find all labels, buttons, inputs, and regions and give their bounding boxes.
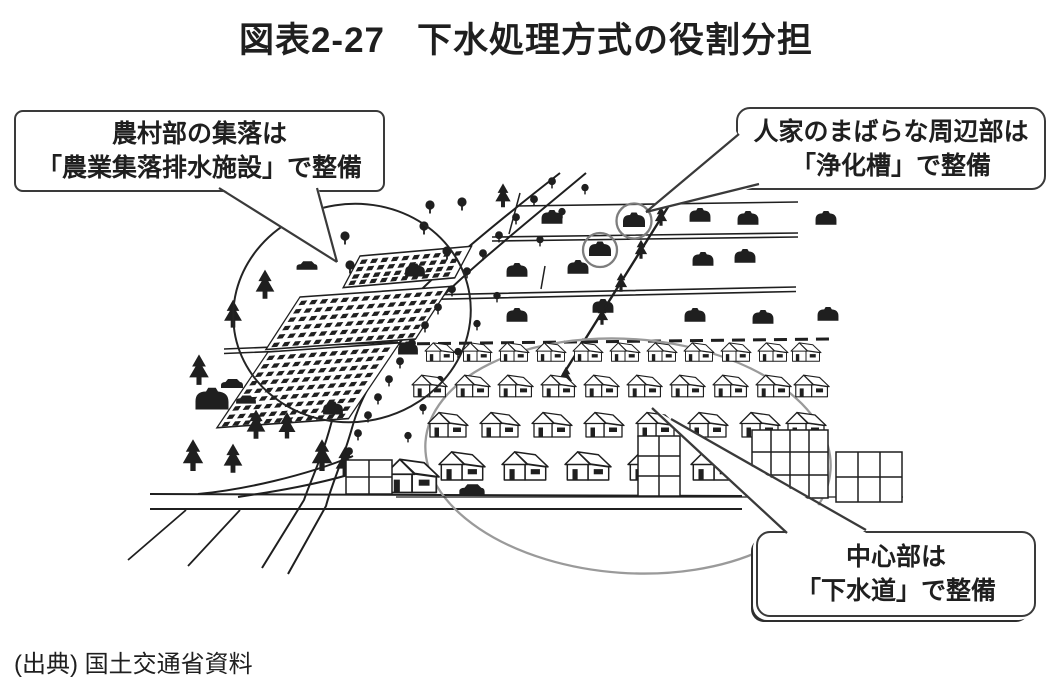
callout-periphery: 人家のまばらな周辺部は 「浄化槽」で整備: [736, 107, 1046, 190]
callout-center-line2: 「下水道」で整備: [795, 577, 996, 605]
town-house-cluster: [345, 342, 903, 503]
callout-town-center: 中心部は 「下水道」で整備: [756, 531, 1036, 617]
figure-name: 下水処理方式の役割分担: [417, 21, 814, 60]
utility-pole-lane: [547, 206, 670, 398]
figure-number: 図表2-27: [238, 21, 386, 60]
septic-circle-2: [581, 231, 619, 269]
callout-rural-line2: 「農業集落排水施設」で整備: [36, 154, 362, 182]
septic-tank-circles: [581, 202, 653, 269]
callout-center-line1: 中心部は: [845, 543, 946, 571]
callout-rural-village: 農村部の集落は 「農業集落排水施設」で整備: [14, 110, 385, 192]
callout-periphery-line1: 人家のまばらな周辺部は: [753, 117, 1029, 146]
figure-source: (出典) 国土交通省資料: [14, 651, 253, 678]
callout-rural-line1: 農村部の集落は: [111, 120, 287, 148]
septic-circle-1: [615, 202, 653, 240]
rice-paddy-fields: [215, 245, 473, 429]
callout-periphery-line2: 「浄化槽」で整備: [790, 151, 991, 180]
page-title: 図表2-27 下水処理方式の役割分担: [0, 12, 1052, 63]
